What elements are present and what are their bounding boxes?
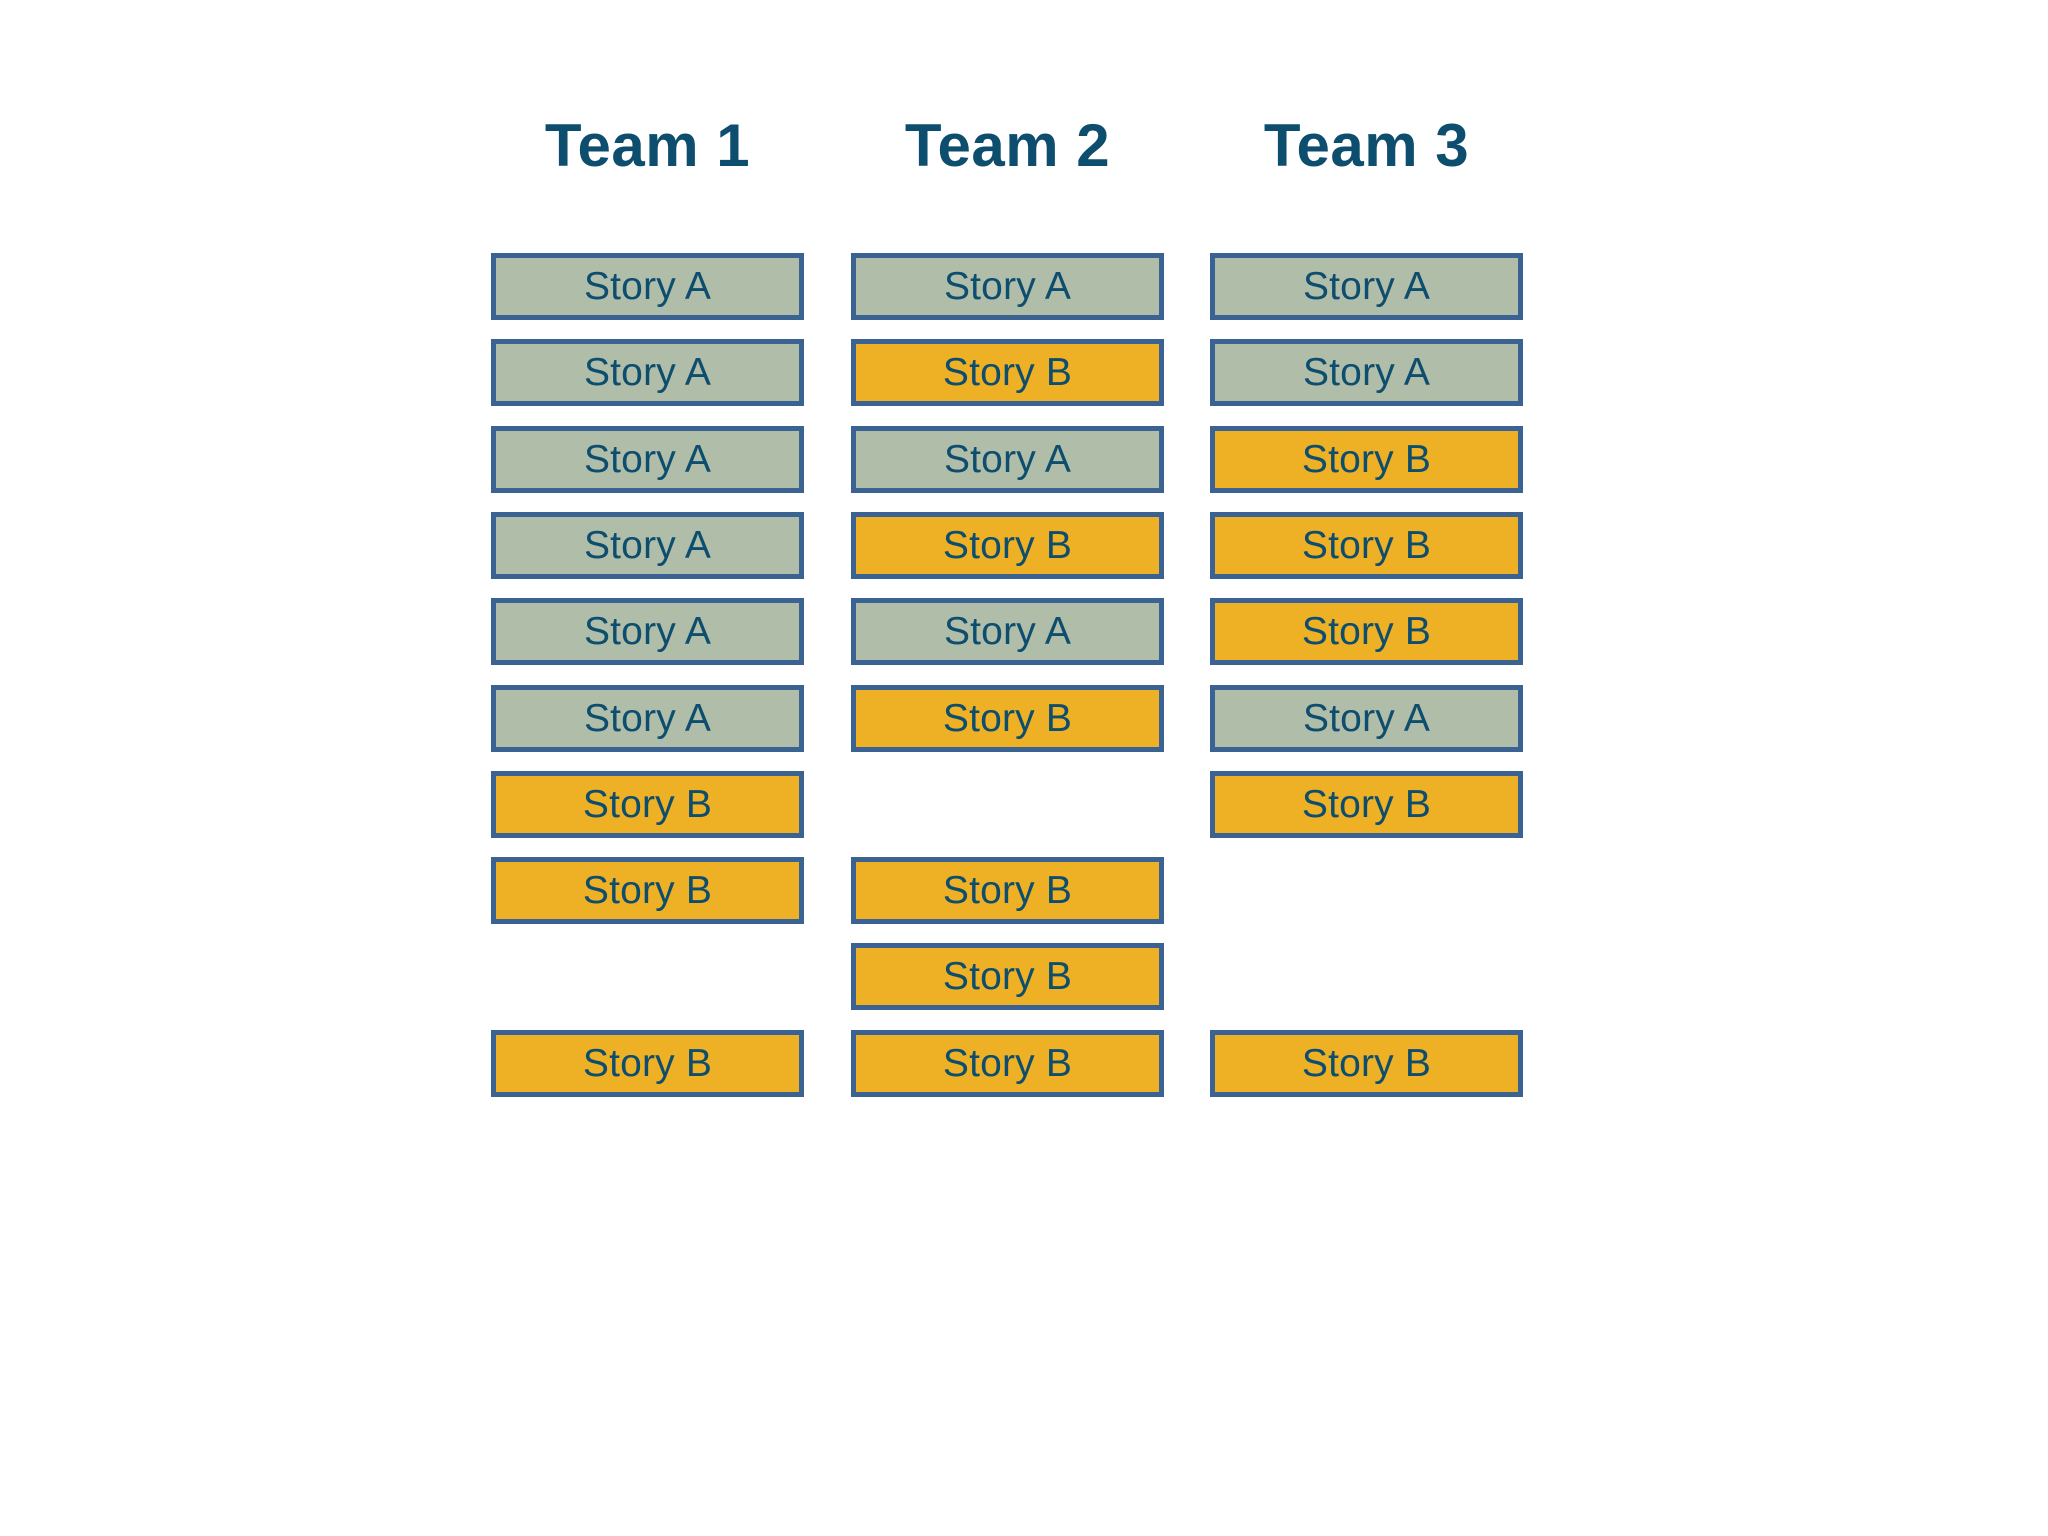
story-slot: Story A — [491, 253, 804, 320]
team-column-header: Team 3 — [1263, 112, 1470, 179]
story-card[interactable]: Story B — [1210, 1029, 1523, 1097]
story-card[interactable]: Story A — [851, 425, 1164, 493]
story-card[interactable]: Story B — [1210, 598, 1523, 666]
story-card[interactable]: Story B — [1210, 425, 1523, 493]
story-slot-empty — [851, 771, 1164, 838]
story-slot: Story A — [851, 598, 1164, 666]
story-slot: Story A — [1210, 253, 1523, 320]
story-card[interactable]: Story A — [1210, 253, 1523, 320]
story-card[interactable]: Story A — [1210, 684, 1523, 752]
story-card[interactable]: Story B — [1210, 511, 1523, 579]
story-slot-empty — [1210, 943, 1523, 1010]
story-card[interactable]: Story B — [851, 857, 1164, 925]
story-slot: Story B — [491, 770, 804, 838]
story-card[interactable]: Story B — [491, 770, 804, 838]
story-slot: Story B — [851, 943, 1164, 1011]
story-slot: Story B — [851, 339, 1164, 407]
story-slot: Story A — [1210, 684, 1523, 752]
story-slot: Story A — [851, 425, 1164, 493]
story-slot: Story A — [491, 339, 804, 407]
story-slot: Story A — [491, 511, 804, 579]
story-card[interactable]: Story B — [851, 1029, 1164, 1097]
story-slot: Story B — [851, 857, 1164, 925]
story-slot: Story B — [491, 1029, 804, 1097]
story-card[interactable]: Story A — [851, 598, 1164, 666]
story-slot: Story A — [851, 253, 1164, 320]
story-slot: Story B — [1210, 770, 1523, 838]
story-slot: Story B — [1210, 1029, 1523, 1097]
story-card[interactable]: Story A — [491, 253, 804, 320]
story-slot: Story B — [1210, 598, 1523, 666]
story-slot: Story B — [851, 1029, 1164, 1097]
story-card[interactable]: Story B — [851, 339, 1164, 407]
story-card[interactable]: Story A — [491, 684, 804, 752]
story-slot: Story B — [851, 511, 1164, 579]
story-card[interactable]: Story A — [491, 511, 804, 579]
story-slot: Story A — [491, 598, 804, 666]
story-card[interactable]: Story A — [851, 253, 1164, 320]
team-column-header: Team 1 — [544, 112, 751, 179]
story-slot: Story A — [1210, 339, 1523, 407]
story-card[interactable]: Story A — [491, 425, 804, 493]
story-card[interactable]: Story B — [851, 943, 1164, 1011]
story-slot: Story B — [1210, 425, 1523, 493]
story-card[interactable]: Story A — [1210, 339, 1523, 407]
story-slot: Story A — [491, 684, 804, 752]
story-card[interactable]: Story B — [851, 511, 1164, 579]
story-slot-empty — [491, 943, 804, 1010]
story-card[interactable]: Story B — [1210, 770, 1523, 838]
story-slot-empty — [1210, 857, 1523, 924]
story-card[interactable]: Story B — [851, 684, 1164, 752]
story-slot: Story B — [491, 857, 804, 925]
story-slot: Story B — [851, 684, 1164, 752]
story-card[interactable]: Story B — [491, 857, 804, 925]
story-slot: Story A — [491, 425, 804, 493]
story-card[interactable]: Story A — [491, 339, 804, 407]
team-column-header: Team 2 — [904, 112, 1111, 179]
story-card[interactable]: Story B — [491, 1029, 804, 1097]
story-slot: Story B — [1210, 511, 1523, 579]
story-card[interactable]: Story A — [491, 598, 804, 666]
